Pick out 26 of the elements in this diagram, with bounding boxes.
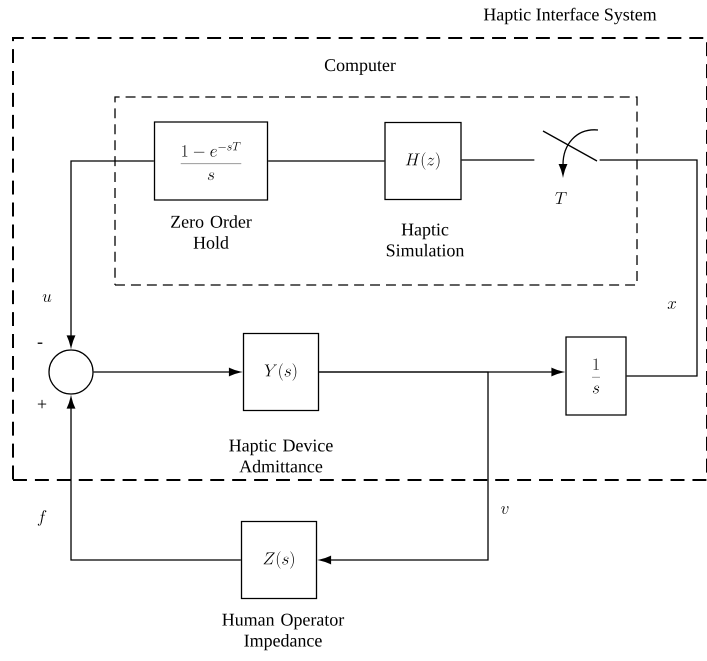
signal-line <box>268 160 384 162</box>
summing-junction <box>48 349 94 395</box>
block-caption: Zero Order Hold <box>171 215 252 249</box>
boundary-title: Haptic Interface System <box>484 8 656 24</box>
sign-label: - <box>38 342 42 344</box>
signal-line <box>66 397 241 561</box>
transfer-function-block: $\frac{1}{s}$ <box>565 336 627 416</box>
sampling-period-label: $T$ <box>555 192 567 204</box>
transfer-function-block: $Z(s)$ <box>240 520 318 600</box>
signal-label: $x$ <box>668 301 676 309</box>
transfer-function-block: $H(z)$ <box>384 122 462 200</box>
boundary-title: Computer <box>324 59 396 75</box>
signal-line <box>94 368 240 376</box>
transfer-function-block: $\frac{1-e^{-sT}}{s}$ <box>154 121 268 201</box>
signal-line <box>319 371 489 564</box>
transfer-function-block: $Y(s)$ <box>242 332 320 412</box>
block-caption: Haptic Simulation <box>386 224 464 256</box>
signal-line <box>66 160 154 347</box>
signal-label: $f$ <box>38 510 46 526</box>
sign-label: + <box>38 400 46 408</box>
signal-label: $v$ <box>501 506 508 514</box>
block-caption: Human Operator Impedance <box>222 614 344 650</box>
block-caption: Haptic Device Admittance <box>229 440 333 472</box>
signal-line <box>600 159 698 377</box>
signal-line <box>462 159 534 161</box>
signal-label: $u$ <box>42 294 52 302</box>
